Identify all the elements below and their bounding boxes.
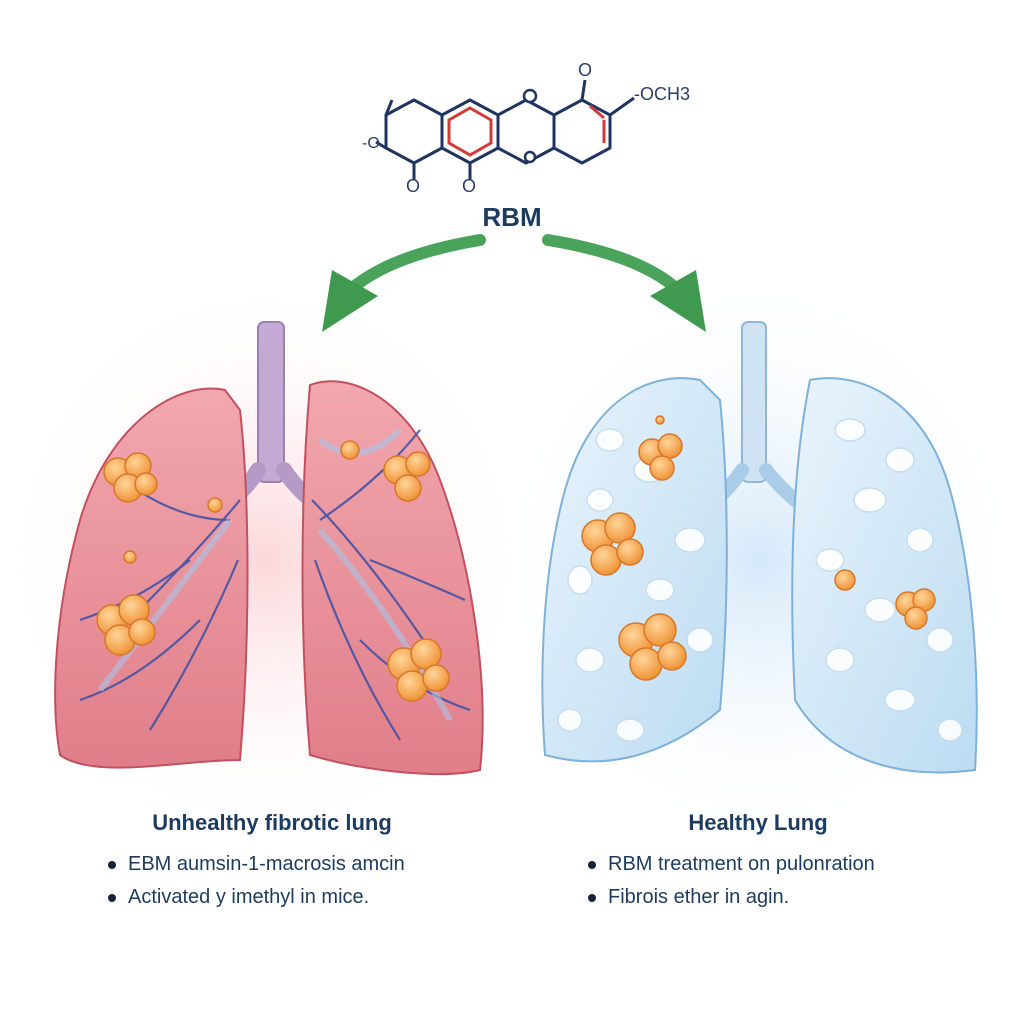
nodule-cluster (96, 594, 156, 656)
atom-marker (522, 88, 538, 104)
nodule-small (340, 440, 360, 460)
arrow-to-left-icon (322, 234, 486, 332)
ring-2-inner-highlight (447, 106, 493, 157)
atom-marker (523, 150, 537, 164)
healthy-lung-bullets: RBM treatment on pulonration Fibrois eth… (588, 848, 875, 914)
nodule-small (655, 415, 665, 425)
nodule-small (834, 569, 856, 591)
fibrotic-lung (54, 321, 484, 776)
fibrotic-lung-title: Unhealthy fibrotic lung (152, 810, 392, 835)
nodule-cluster (103, 452, 158, 503)
fibrotic-lung-bullets: EBM aumsin-1-macrosis amcin Activated y … (108, 848, 405, 914)
healthy-lung-title: Healthy Lung (688, 810, 828, 835)
nodule-cluster (383, 451, 431, 502)
right-lobe (791, 377, 978, 774)
substituent-label: -OCH3 (634, 84, 690, 104)
list-item: EBM aumsin-1-macrosis amcin (108, 848, 405, 881)
nodule-cluster (618, 613, 687, 681)
list-item: RBM treatment on pulonration (588, 848, 875, 881)
nodule-small (123, 550, 137, 564)
list-item: Activated y imethyl in mice. (108, 881, 405, 914)
arrow-to-right-icon (542, 234, 706, 332)
nodule-cluster (387, 638, 450, 702)
compound-name: RBM (482, 202, 542, 232)
atom-o-4: -O (362, 135, 380, 152)
healthy-lung (541, 321, 978, 774)
left-lobe (54, 387, 249, 769)
nodule-cluster (638, 433, 683, 481)
molecule-structure-diagram: O O O -O -OCH3 (362, 60, 690, 196)
nodule-cluster (581, 512, 644, 576)
atom-o-3: O (578, 60, 592, 80)
nodule-cluster (895, 588, 936, 630)
nodule-small (207, 497, 223, 513)
atom-o-2: O (462, 176, 476, 196)
list-item: Fibrois ether in agin. (588, 881, 875, 914)
atom-o-1: O (406, 176, 420, 196)
